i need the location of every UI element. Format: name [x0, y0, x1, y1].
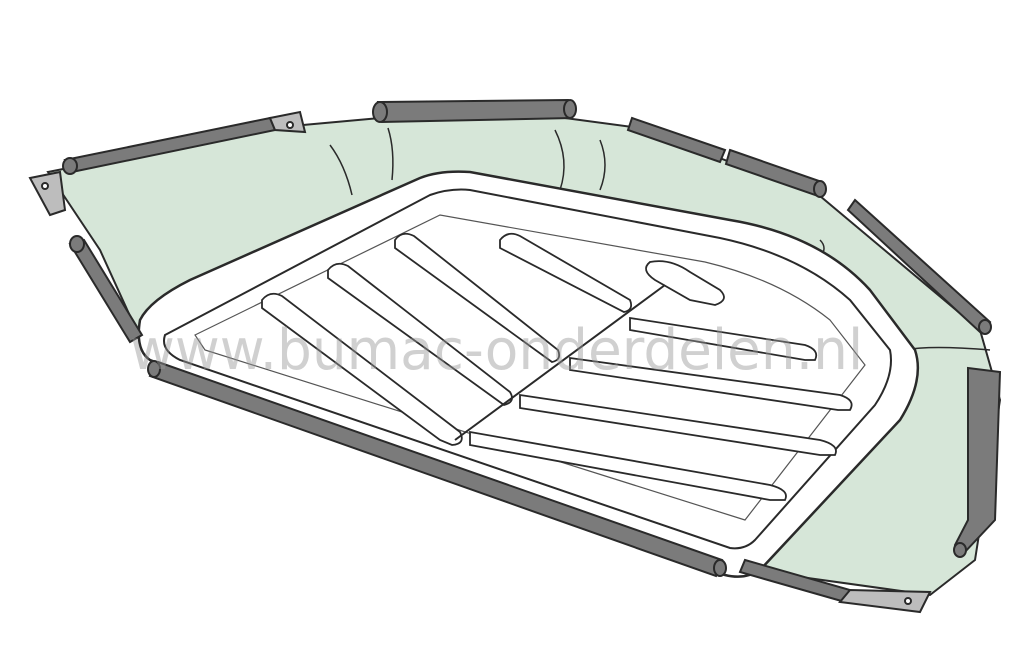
tray-spine: [454, 284, 666, 441]
fabric-creases: [329, 127, 991, 351]
tray-ribs: [261, 232, 853, 501]
frame-rails: [28, 98, 1002, 614]
